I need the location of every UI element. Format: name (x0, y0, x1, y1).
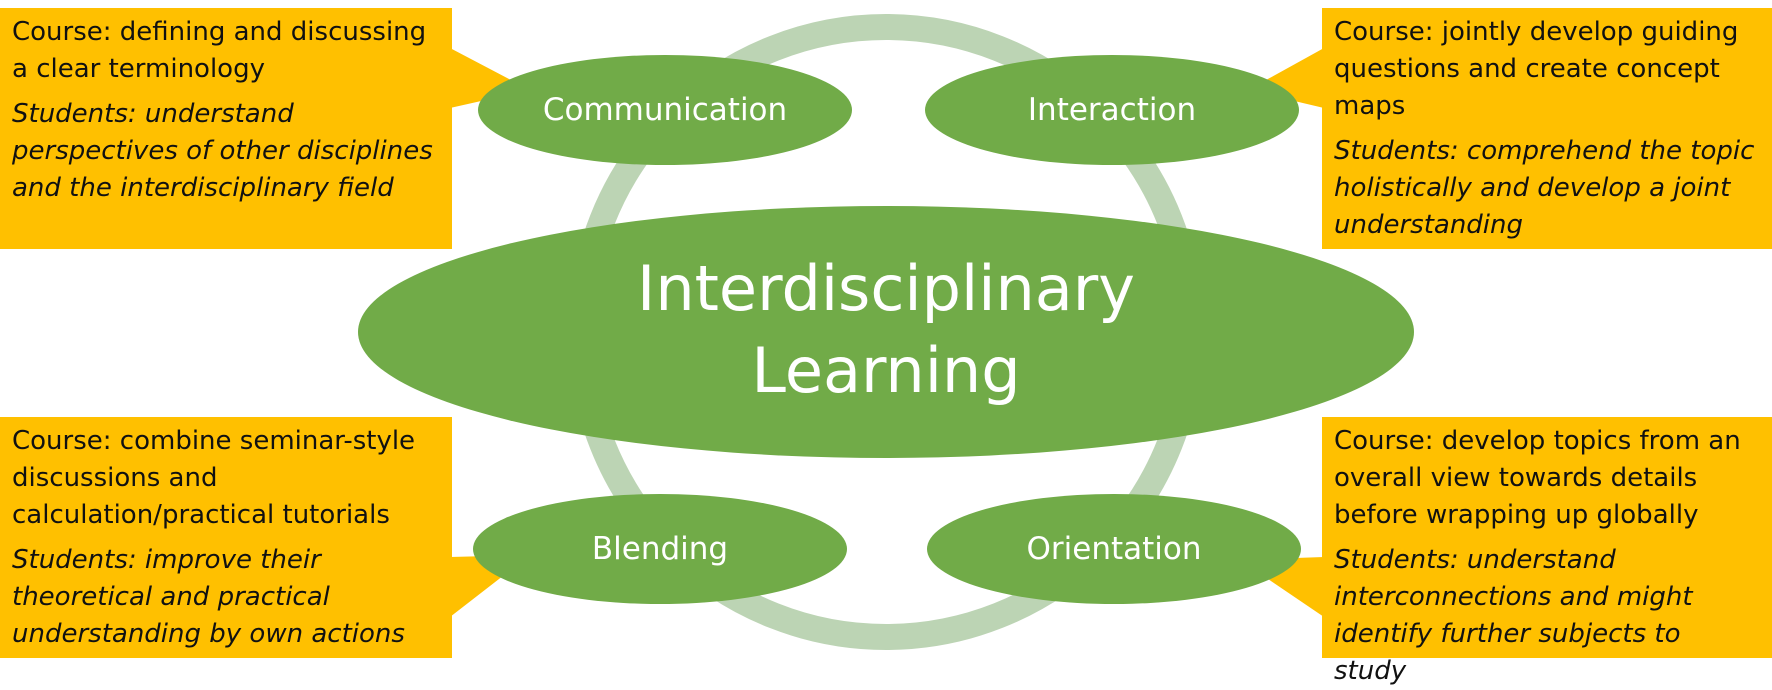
center-ellipse (358, 206, 1414, 458)
callout-interaction-course: Course: jointly develop guiding question… (1334, 17, 1739, 121)
callout-blending-students: Students: improve their theoretical and … (12, 545, 405, 649)
node-interaction-label: Interaction (1028, 92, 1196, 128)
node-interaction-ellipse (925, 55, 1299, 165)
callout-orientation-course: Course: develop topics from an overall v… (1334, 426, 1741, 530)
node-communication-ellipse (478, 55, 852, 165)
diagram-canvas: Interdisciplinary Learning Communication… (358, 14, 1414, 650)
node-communication-label: Communication (543, 92, 787, 128)
callout-communication-students: Students: understand perspectives of oth… (12, 99, 433, 203)
callout-communication: Course: defining and discussing a clear … (0, 8, 452, 249)
callout-communication-course: Course: defining and discussing a clear … (12, 17, 427, 84)
callout-blending-course: Course: combine seminar-style discussion… (12, 426, 416, 530)
node-orientation-label: Orientation (1026, 531, 1201, 567)
center-title-line2: Learning (751, 334, 1020, 407)
node-blending-ellipse (473, 494, 847, 604)
node-orientation-ellipse (927, 494, 1301, 604)
callout-orientation: Course: develop topics from an overall v… (1322, 417, 1772, 686)
center-title-line1: Interdisciplinary (637, 252, 1135, 325)
callout-blending: Course: combine seminar-style discussion… (0, 417, 452, 658)
callout-orientation-students: Students: understand interconnections an… (1334, 545, 1693, 686)
callout-interaction: Course: jointly develop guiding question… (1322, 8, 1772, 249)
callout-interaction-students: Students: comprehend the topic holistica… (1334, 136, 1755, 240)
node-blending-label: Blending (592, 531, 728, 567)
